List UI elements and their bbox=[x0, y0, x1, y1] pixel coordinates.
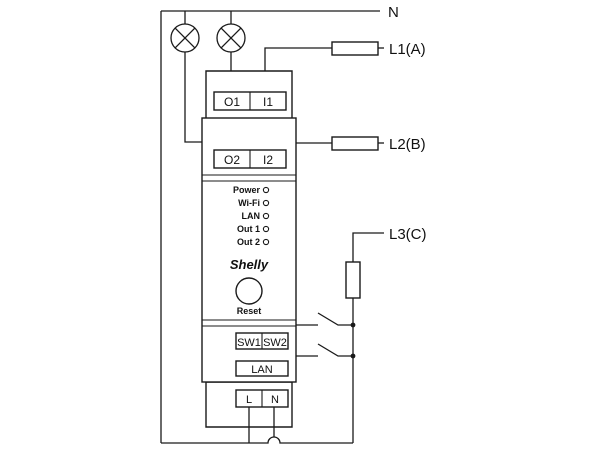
brand-logo: Shelly bbox=[230, 257, 269, 272]
led-label-wifi: Wi-Fi bbox=[238, 198, 260, 208]
terminal-sw2: SW2 bbox=[263, 337, 287, 349]
fuse-l2-icon bbox=[331, 136, 379, 151]
terminal-block-mid: O2 I2 bbox=[213, 149, 287, 169]
led-label-lan: LAN bbox=[242, 211, 261, 221]
led-power-icon bbox=[262, 186, 270, 194]
terminal-n: N bbox=[271, 394, 279, 406]
reset-label: Reset bbox=[237, 306, 262, 316]
terminal-sw1: SW1 bbox=[237, 337, 261, 349]
fuse-l1-icon bbox=[331, 41, 379, 56]
lamp-2-icon bbox=[216, 23, 246, 53]
terminal-o1: O1 bbox=[224, 95, 240, 109]
label-l3: L3(C) bbox=[389, 226, 427, 243]
led-label-out1: Out 1 bbox=[237, 224, 260, 234]
lan-port-label: LAN bbox=[251, 364, 272, 376]
fuse-l3-icon bbox=[345, 261, 361, 299]
led-panel: Power Wi-Fi LAN Out 1 Out 2 bbox=[233, 185, 270, 247]
power-terminal-block: L N bbox=[235, 389, 289, 408]
switch-terminal-block: SW1 SW2 bbox=[235, 332, 289, 350]
reset-button[interactable] bbox=[235, 277, 263, 305]
led-out2-icon bbox=[262, 238, 270, 246]
led-wifi-icon bbox=[262, 199, 270, 207]
terminal-i1: I1 bbox=[263, 95, 273, 109]
label-l1: L1(A) bbox=[389, 41, 426, 58]
terminal-block-top: O1 I1 bbox=[213, 91, 287, 111]
led-out1-icon bbox=[262, 225, 270, 233]
label-neutral: N bbox=[388, 4, 399, 21]
terminal-o2: O2 bbox=[224, 153, 240, 167]
lan-port[interactable] bbox=[235, 360, 289, 377]
led-label-power: Power bbox=[233, 185, 261, 195]
terminal-l: L bbox=[246, 394, 252, 406]
led-label-out2: Out 2 bbox=[237, 237, 260, 247]
terminal-i2: I2 bbox=[263, 153, 273, 167]
lamp-1-icon bbox=[170, 23, 200, 53]
label-l2: L2(B) bbox=[389, 136, 426, 153]
led-lan-icon bbox=[262, 212, 270, 220]
